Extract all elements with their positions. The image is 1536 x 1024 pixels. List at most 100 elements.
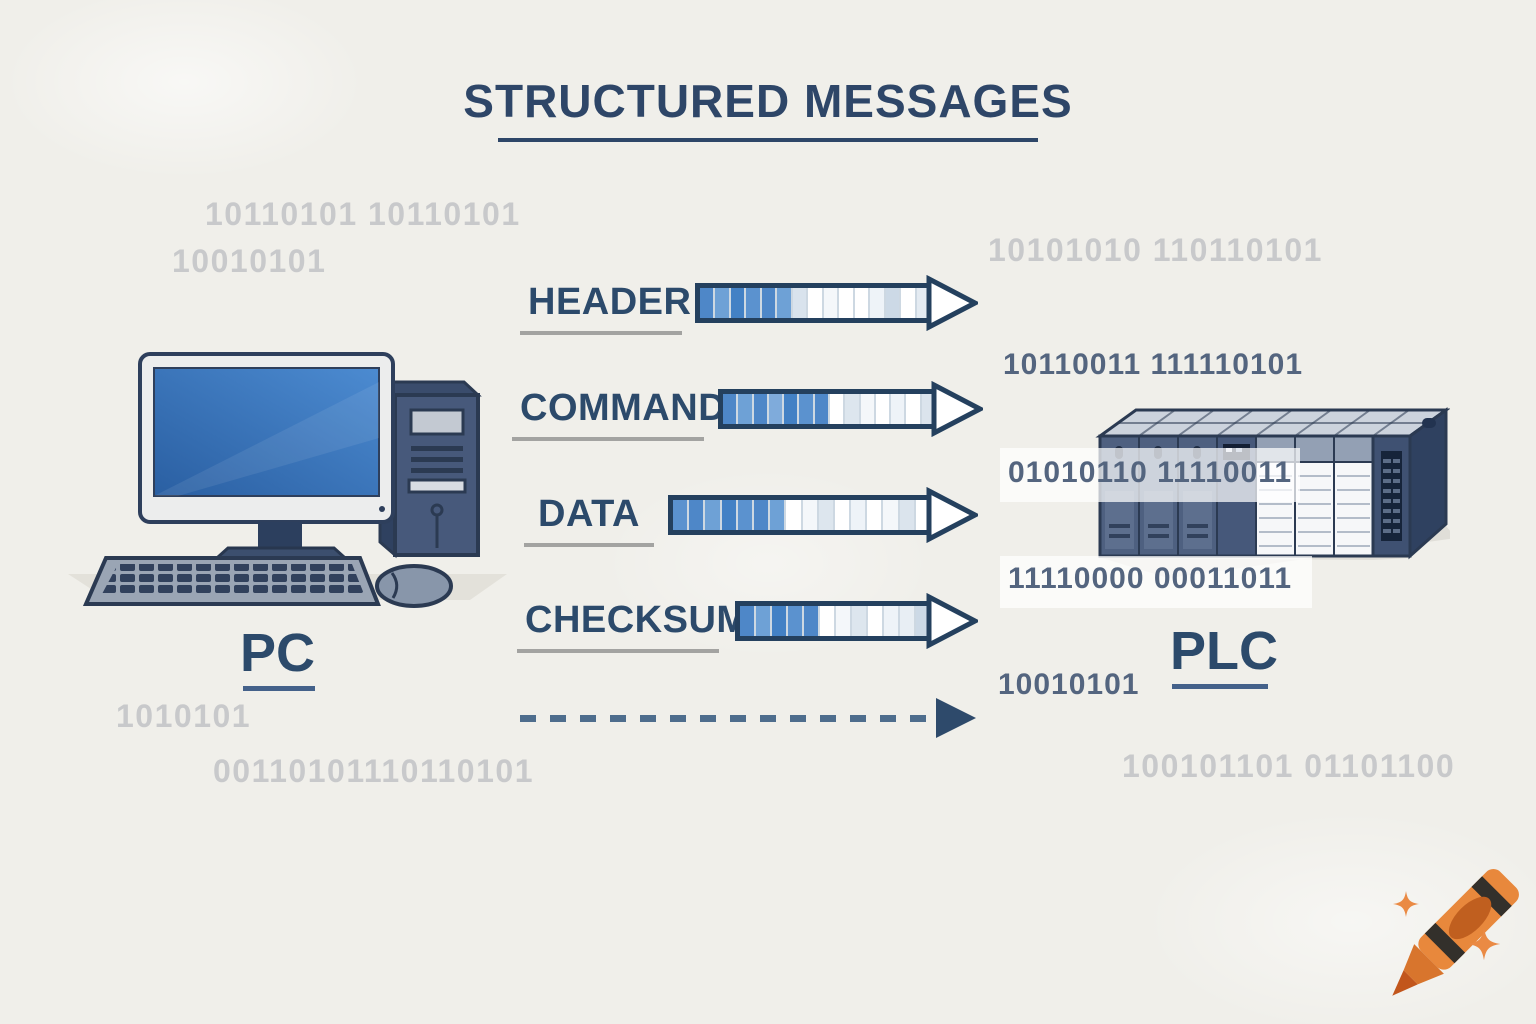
monitor <box>138 352 395 568</box>
byte-segment <box>900 606 914 636</box>
message-row-command: COMMAND <box>0 381 1536 449</box>
byte-segment <box>700 288 714 318</box>
byte-segment <box>860 394 874 424</box>
mouse <box>375 564 453 608</box>
byte-segment <box>792 288 807 318</box>
command-label-underline <box>512 437 704 441</box>
byte-segment <box>836 606 850 636</box>
arrow-head-icon <box>926 487 978 543</box>
sparkle-icon <box>1393 891 1419 917</box>
message-row-data: DATA <box>0 487 1536 555</box>
byte-segment <box>777 288 791 318</box>
byte-segment <box>854 288 869 318</box>
byte-segment <box>834 500 850 530</box>
binary-highlight-band <box>1000 556 1312 608</box>
arrow-head-icon <box>926 275 978 331</box>
byte-segment <box>899 500 914 530</box>
byte-segment <box>870 288 884 318</box>
binary-string: 10010101 <box>172 243 327 279</box>
byte-segment <box>883 500 898 530</box>
byte-segment <box>906 394 920 424</box>
page-title: STRUCTURED MESSAGES <box>463 75 1073 127</box>
command-label: COMMAND <box>520 387 727 429</box>
byte-segment <box>740 606 754 636</box>
crayon-logo-icon <box>1392 869 1519 996</box>
byte-segment <box>814 394 828 424</box>
byte-segment <box>705 500 720 530</box>
byte-segment <box>839 288 853 318</box>
byte-segment <box>721 500 736 530</box>
dashed-arrow <box>520 698 976 738</box>
plc-label: PLC <box>1170 621 1278 681</box>
byte-segment <box>799 394 813 424</box>
checksum-label: CHECKSUM <box>525 599 749 641</box>
byte-segment <box>770 500 785 530</box>
byte-segment <box>818 500 833 530</box>
pc-label: PC <box>240 623 316 683</box>
byte-segment <box>885 288 900 318</box>
byte-segment <box>820 606 834 636</box>
header-label: HEADER <box>528 281 692 323</box>
binary-string: 01010110 11110011 <box>1008 456 1293 489</box>
dashed-arrow-line <box>520 715 934 722</box>
byte-segment <box>689 500 704 530</box>
data-label: DATA <box>538 493 640 535</box>
binary-string: 10110101 10110101 <box>205 196 521 232</box>
byte-segment <box>802 500 817 530</box>
byte-segment <box>715 288 729 318</box>
binary-string: 10101010 110110101 <box>988 232 1323 268</box>
byte-segment <box>772 606 786 636</box>
pc-illustration <box>68 352 507 608</box>
byte-segment <box>756 606 770 636</box>
byte-segment <box>845 394 859 424</box>
header-label-underline <box>520 331 682 335</box>
byte-segment <box>808 288 822 318</box>
byte-segment <box>851 500 866 530</box>
byte-segment <box>761 288 776 318</box>
byte-segment <box>891 394 905 424</box>
byte-segment <box>915 500 930 530</box>
plc-label-underline <box>1172 684 1268 689</box>
message-row-header: HEADER <box>0 275 1536 343</box>
byte-segment <box>868 606 882 636</box>
binary-string: 1010101 <box>116 698 252 734</box>
byte-segment <box>730 288 745 318</box>
binary-string: 10110011 111110101 <box>1003 348 1304 381</box>
byte-segment <box>867 500 882 530</box>
binary-string: 00110101110110101 <box>213 753 534 789</box>
binary-string: 10010101 <box>998 668 1140 701</box>
byte-segment <box>852 606 866 636</box>
arrow-head-icon <box>931 381 983 437</box>
dashed-arrow-head-icon <box>936 698 976 738</box>
byte-segment <box>788 606 802 636</box>
byte-segment <box>823 288 838 318</box>
checksum-label-underline <box>517 649 719 653</box>
byte-segment <box>784 394 798 424</box>
byte-segment <box>901 288 915 318</box>
checksum-byte-bar <box>735 601 930 641</box>
header-byte-bar <box>695 283 930 323</box>
binary-highlight-band <box>1000 448 1300 502</box>
arrow-head-icon <box>926 593 978 649</box>
plc-end-cap <box>1371 434 1412 558</box>
keyboard <box>82 556 381 606</box>
pc-label-underline <box>243 686 315 691</box>
title-underline <box>498 138 1038 142</box>
byte-segment <box>673 500 688 530</box>
data-label-underline <box>524 543 654 547</box>
byte-segment <box>786 500 801 530</box>
data-byte-bar <box>668 495 930 535</box>
byte-segment <box>738 394 752 424</box>
byte-segment <box>737 500 752 530</box>
byte-segment <box>768 394 783 424</box>
byte-segment <box>884 606 898 636</box>
command-byte-bar <box>718 389 935 429</box>
byte-segment <box>723 394 737 424</box>
binary-string: 11110000 00011011 <box>1008 562 1293 595</box>
binary-string: 100101101 01101100 <box>1122 748 1456 784</box>
byte-segment <box>829 394 844 424</box>
sparkle-icon <box>1467 927 1501 961</box>
byte-segment <box>753 394 767 424</box>
byte-segment <box>753 500 769 530</box>
